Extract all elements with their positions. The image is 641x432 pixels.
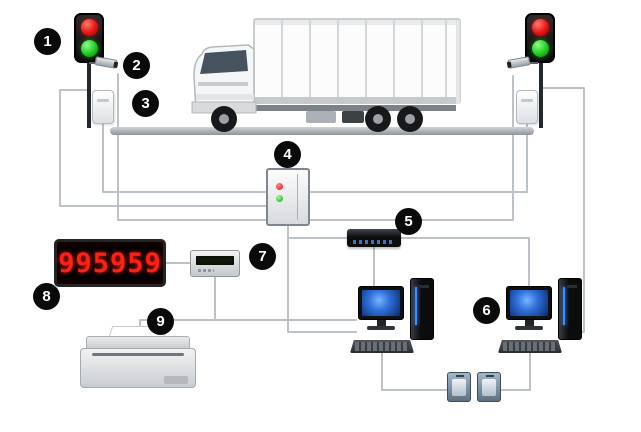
camera-body	[507, 56, 531, 69]
report-printer	[80, 326, 198, 394]
converter-unit-right	[477, 372, 501, 402]
traffic-light-pole-right	[539, 63, 543, 128]
traffic-light-pole-left	[87, 63, 91, 128]
monitor-stand	[524, 320, 534, 326]
badge-4: 4	[274, 141, 301, 168]
network-switch	[347, 229, 401, 247]
badge-8: 8	[33, 283, 60, 310]
led-weight-display: 995959	[54, 239, 166, 287]
monitor-left	[358, 286, 404, 330]
keyboard-left	[350, 340, 414, 353]
traffic-light-right	[525, 13, 555, 63]
monitor-frame	[358, 286, 404, 320]
led-weight-value: 995959	[58, 247, 162, 279]
vehicle-sensor-left	[92, 90, 114, 124]
badge-7: 7	[249, 243, 276, 270]
monitor-right	[506, 286, 552, 330]
weighing-indicator	[190, 250, 240, 277]
printer-slot	[92, 353, 184, 356]
monitor-base	[367, 326, 395, 330]
badge-2: 2	[123, 52, 150, 79]
control-junction-box	[266, 168, 310, 226]
badge-9: 9	[147, 308, 174, 335]
monitor-stand	[376, 320, 386, 326]
green-lamp-icon	[80, 40, 98, 57]
red-lamp-icon	[80, 19, 98, 36]
printer-panel	[164, 376, 188, 384]
camera-body	[94, 56, 118, 69]
vehicle-sensor-right	[516, 90, 538, 124]
green-lamp-icon	[531, 40, 549, 57]
power-indicator-red	[276, 183, 283, 190]
camera-mount	[89, 62, 95, 64]
cctv-camera-right-icon	[507, 56, 538, 69]
traffic-light-left	[74, 13, 104, 63]
badge-1: 1	[34, 28, 61, 55]
monitor-screen	[362, 290, 400, 316]
monitor-screen	[510, 290, 548, 316]
badge-5: 5	[395, 208, 422, 235]
camera-mount	[530, 62, 538, 64]
badge-6: 6	[473, 297, 500, 324]
cctv-camera-left-icon	[89, 56, 118, 69]
red-lamp-icon	[531, 19, 549, 36]
pc-tower-right	[558, 278, 582, 340]
keyboard-right	[498, 340, 562, 353]
box-truck	[191, 18, 461, 132]
pc-tower-left	[410, 278, 434, 340]
converter-unit-left	[447, 372, 471, 402]
monitor-frame	[506, 286, 552, 320]
monitor-base	[515, 326, 543, 330]
power-indicator-green	[276, 195, 283, 202]
badge-3: 3	[132, 90, 159, 117]
weighbridge-platform	[110, 127, 534, 135]
